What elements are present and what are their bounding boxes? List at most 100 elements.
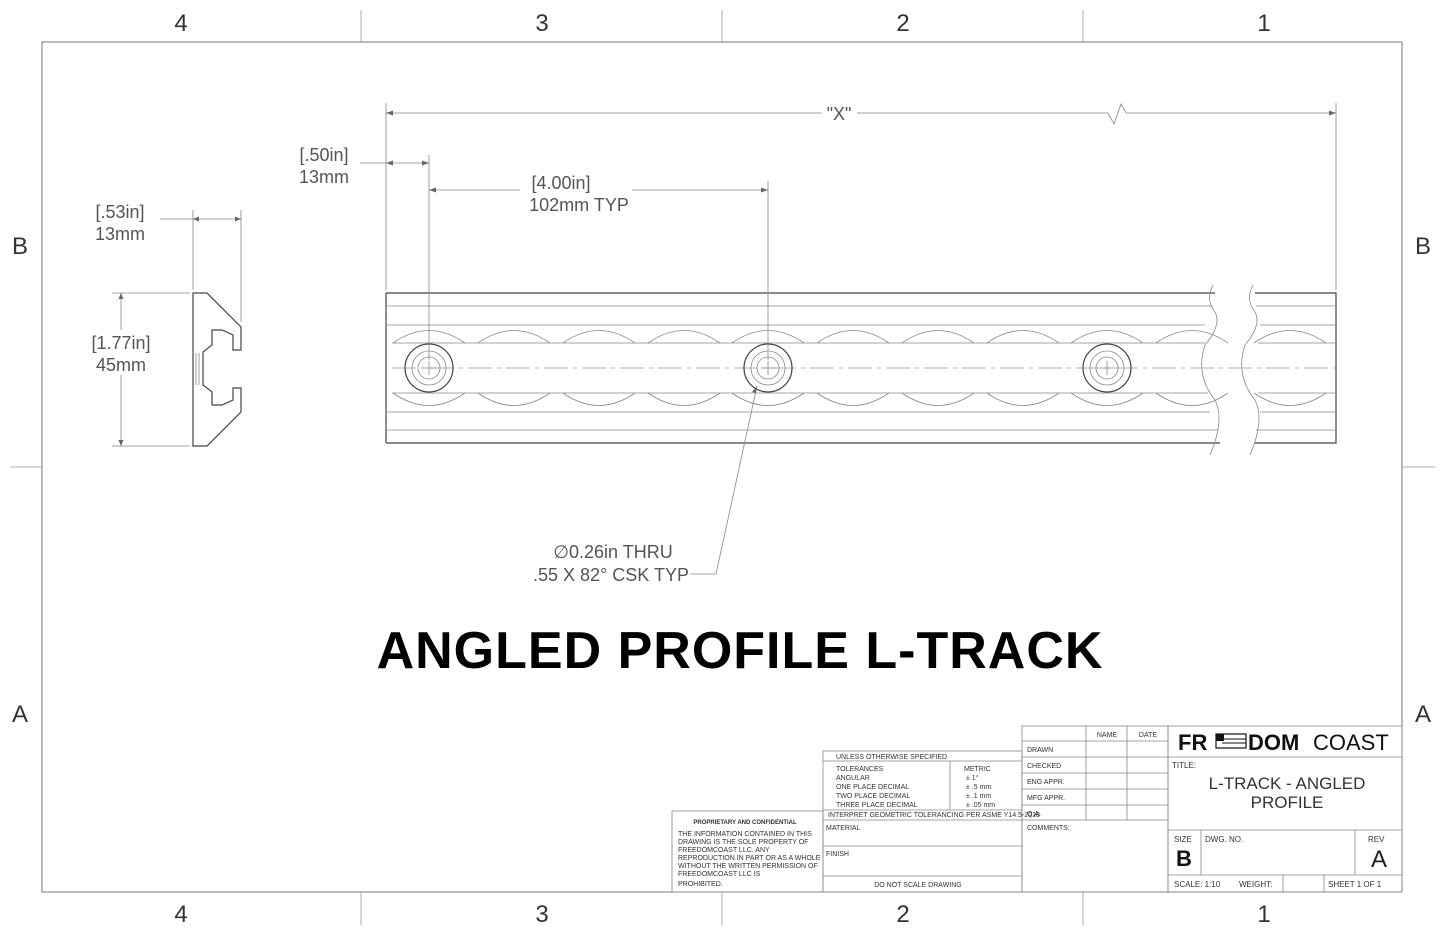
zone-col-3-top: 3 [535,10,548,37]
dwg-no-label: DWG. NO. [1205,835,1243,844]
approval-row-qa: Q.A. [1027,811,1041,818]
proprietary-line: FREEDOMCOAST LLC IS [678,871,761,878]
track-slot-arc [1253,392,1327,406]
track-top-view [385,284,1337,456]
zone-col-3-bottom: 3 [535,901,548,928]
proprietary-line: WITHOUT THE WRITTEN PERMISSION OF [678,863,818,870]
zone-col-2-bottom: 2 [896,901,909,928]
tolerance-row-value: ± .1 mm [966,793,991,800]
profile-height-in: [1.77in] [91,333,150,353]
tolerance-row-label: TWO PLACE DECIMAL [836,793,910,800]
track-slot-arc [647,330,721,344]
scale-label: SCALE: 1:10 [1174,880,1221,889]
end-offset-dimension [360,155,430,360]
track-slot-arc [986,392,1060,406]
tolerance-row-label: ANGULAR [836,775,870,782]
track-slot-arc [986,330,1060,344]
end-offset-in: [.50in] [299,145,348,165]
tolerance-header: UNLESS OTHERWISE SPECIFIED [836,754,947,761]
track-slot-arc [731,392,805,406]
track-slot-rail [392,342,1336,394]
title-block [1167,725,1403,893]
proprietary-line: DRAWING IS THE SOLE PROPERTY OF [678,839,808,846]
profile-width-dimension [160,210,242,322]
proprietary-line: REPRODUCTION IN PART OR AS A WHOLE [678,855,821,862]
track-slot-arc [901,330,975,344]
part-title-line1: L-TRACK - ANGLED [1209,774,1366,793]
approval-col-date: DATE [1139,732,1157,739]
zone-col-2-top: 2 [896,10,909,37]
sheet-label: SHEET 1 OF 1 [1328,880,1382,889]
tolerance-row-value: ± 1° [966,774,979,782]
track-slot-arc [1155,392,1229,406]
tolerance-row-label: THREE PLACE DECIMAL [836,802,918,809]
track-slot-arc [562,392,636,406]
track-slot-arc [901,392,975,406]
hole-spacing-dimension [429,181,769,360]
zone-col-1-bottom: 1 [1257,901,1270,928]
profile-width-in: [.53in] [95,202,144,222]
track-slot-arc [1253,330,1327,344]
hole-callout-leader [690,385,758,575]
overall-length-label: "X" [827,104,852,124]
hole-callout-line1: ∅0.26in THRU [553,542,672,562]
proprietary-heading: PROPRIETARY AND CONFIDENTIAL [693,820,797,826]
size-label: SIZE [1174,835,1192,844]
zone-dividers [10,10,1435,925]
finish-label: FINISH [826,851,849,858]
proprietary-line: THE INFORMATION CONTAINED IN THIS [678,831,812,838]
hole-callout-line2: .55 X 82° CSK TYP [533,565,689,585]
gdt-note: INTERPRET GEOMETRIC TOLERANCING PER ASME… [828,812,1040,819]
rev-label: REV [1368,835,1385,844]
part-title-line2: PROFILE [1251,793,1324,812]
track-slot-arc [1070,330,1144,344]
hole-centermark [422,361,436,375]
company-logo: FR DOM COAST [1178,730,1389,755]
profile-height-mm: 45mm [96,355,146,375]
track-slot-arc [477,392,551,406]
track-slot-arc [392,392,466,406]
approval-col-name: NAME [1097,732,1118,739]
countersunk-hole [1089,350,1125,386]
track-slot-arc [477,330,551,344]
zone-row-a-left: A [12,701,28,728]
weight-label: WEIGHT: [1239,880,1272,889]
tolerance-row-label: ONE PLACE DECIMAL [836,784,909,791]
zone-row-b-left: B [12,233,28,260]
zone-col-1-top: 1 [1257,10,1270,37]
zone-row-a-right: A [1415,701,1431,728]
profile-width-mm: 13mm [95,224,145,244]
svg-text:DOM: DOM [1248,730,1299,755]
flag-icon [1215,733,1247,749]
approval-row-checked: CHECKED [1027,763,1061,770]
zone-col-4-bottom: 4 [174,901,187,928]
size-value: B [1176,846,1192,871]
hole-centermark [1100,361,1114,375]
hole-spacing-mm: 102mm TYP [529,195,629,215]
svg-text:FR: FR [1178,730,1207,755]
rev-value: A [1371,846,1387,873]
tolerance-col1: TOLERANCES [836,766,884,773]
no-scale-note: DO NOT SCALE DRAWING [874,882,962,889]
approval-row-drawn: DRAWN [1027,747,1053,754]
end-offset-mm: 13mm [299,167,349,187]
drawing-border [41,41,1403,893]
zone-row-b-right: B [1415,233,1431,260]
title-label: TITLE: [1172,761,1196,770]
tolerance-row-value: ± .5 mm [966,784,991,791]
drawing-title: ANGLED PROFILE L-TRACK [377,622,1104,680]
zone-col-4-top: 4 [174,10,187,37]
track-slot-arc [816,392,890,406]
tolerance-col2: METRIC [964,766,991,773]
track-slot-arc [816,330,890,344]
countersunk-hole [1095,356,1119,380]
proprietary-line: FREEDOMCOAST LLC. ANY [678,847,770,854]
countersunk-hole [1082,343,1132,393]
approval-row-mfg: MFG APPR. [1027,795,1065,802]
track-slot-arc [1070,392,1144,406]
material-label: MATERIAL [826,825,861,832]
track-slot-arc [647,392,721,406]
track-slot-arc [562,330,636,344]
hole-centermark [761,361,775,375]
